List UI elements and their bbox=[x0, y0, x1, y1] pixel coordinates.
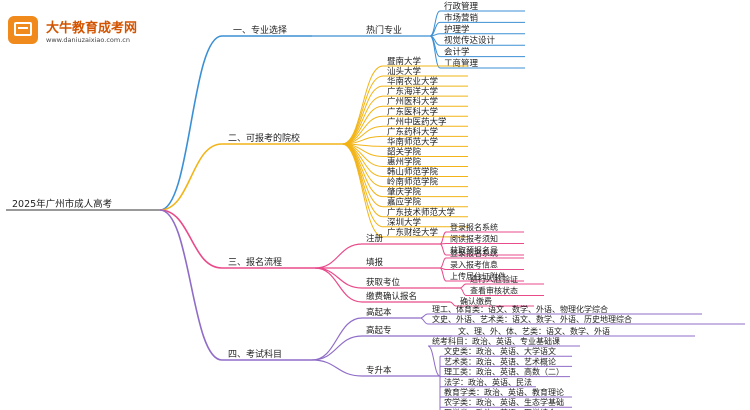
college-item: 广东技术师范大学 bbox=[387, 207, 456, 218]
gaoqizhuan-connector bbox=[311, 335, 363, 361]
hot-major-item: 护理学 bbox=[444, 24, 470, 35]
step-leaf: 阅读报考须知 bbox=[450, 234, 498, 244]
college-item: 韶关学院 bbox=[387, 146, 422, 157]
college-item: 广东海洋大学 bbox=[387, 86, 439, 97]
step-leaf: 进行人脸验证 bbox=[470, 274, 518, 284]
zsb-subjects: 理工类：政治、英语、高数（二） bbox=[444, 367, 564, 377]
college-item: 华南师范大学 bbox=[387, 136, 439, 147]
gaoqiben-subjects: 理工、体育类：语文、数学、外语、物理化学综合 bbox=[432, 304, 608, 314]
branch4-label: 四、考试科目 bbox=[228, 348, 282, 360]
zsb-subjects: 农学类：政治、英语、生态学基础 bbox=[444, 397, 564, 407]
college-item: 惠州学院 bbox=[387, 157, 422, 168]
step-leaf-connector bbox=[439, 243, 447, 256]
college-item: 岭南师范学院 bbox=[387, 177, 439, 188]
step-leaf-connector bbox=[459, 283, 467, 289]
branch2-label: 二、可报考的院校 bbox=[228, 132, 300, 144]
gaoqizhuan-label: 高起专 bbox=[366, 325, 392, 336]
step-leaf: 录入报考信息 bbox=[450, 260, 498, 270]
college-item: 华南农业大学 bbox=[387, 76, 439, 87]
step-label: 填报 bbox=[366, 257, 384, 268]
hot-major-item: 会计学 bbox=[444, 47, 470, 58]
hot-majors-label: 热门专业 bbox=[366, 24, 402, 36]
hot-major-item: 行政管理 bbox=[444, 1, 479, 12]
branch3-connector bbox=[159, 209, 223, 269]
zhuanshengben-label: 专升本 bbox=[366, 365, 392, 376]
gaoqizhuan-subjects: 文、理、外、体、艺类：语文、数学、外语 bbox=[458, 326, 610, 336]
branch4-connector bbox=[159, 209, 223, 361]
college-item: 暨南大学 bbox=[387, 56, 422, 67]
step-label: 获取考位 bbox=[366, 277, 401, 288]
gaoqiben-leaf-connector bbox=[419, 317, 429, 325]
gaoqiben-label: 高起本 bbox=[366, 307, 392, 318]
college-item: 汕头大学 bbox=[387, 66, 422, 77]
step-leaf-connector bbox=[439, 257, 447, 269]
branch1-connector bbox=[159, 35, 223, 211]
zsb-subjects: 教育学类：政治、英语、教育理论 bbox=[444, 387, 564, 397]
step-leaf-connector bbox=[449, 301, 457, 307]
logo: 大牛教育成考网 www.daniuzaixiao.com.cn bbox=[8, 14, 158, 50]
college-item: 深圳大学 bbox=[387, 217, 422, 228]
college-item: 广州中医药大学 bbox=[387, 116, 447, 127]
college-connector bbox=[341, 65, 384, 145]
hot-major-item: 工商管理 bbox=[444, 58, 479, 69]
zsb-subjects: 文史类：政治、英语、大学语文 bbox=[444, 346, 556, 356]
zhuanshengben-connector bbox=[311, 359, 363, 377]
step-leaf: 查看审核状态 bbox=[470, 286, 518, 296]
college-item: 广州医科大学 bbox=[387, 96, 439, 107]
college-item: 广东药科大学 bbox=[387, 126, 439, 137]
step-connector bbox=[314, 267, 363, 303]
branch2-connector bbox=[159, 143, 223, 211]
step-connector bbox=[314, 243, 363, 269]
college-connector bbox=[341, 143, 384, 238]
gaoqiben-leaf-connector bbox=[419, 313, 429, 319]
gaoqiben-subjects: 文史、外语、艺术类：语文、数学、外语、历史地理综合 bbox=[432, 314, 632, 324]
book-icon bbox=[8, 16, 38, 44]
branch1-label: 一、专业选择 bbox=[233, 24, 287, 36]
step-leaf-connector bbox=[459, 287, 467, 296]
college-item: 广东医科大学 bbox=[387, 106, 439, 117]
step-label: 缴费确认报名 bbox=[366, 291, 417, 302]
hot-major-item: 视觉传达设计 bbox=[444, 35, 496, 46]
step-leaf: 登录报名系统 bbox=[450, 222, 498, 232]
step-label: 注册 bbox=[366, 233, 384, 244]
step-leaf: 登录报名系统 bbox=[450, 248, 498, 258]
college-item: 肇庆学院 bbox=[387, 187, 422, 198]
step-leaf: 确认缴费 bbox=[460, 296, 492, 306]
hot-major-connector bbox=[429, 35, 441, 69]
college-connector bbox=[341, 105, 384, 145]
zsb-subjects: 法学：政治、英语、民法 bbox=[444, 377, 532, 387]
zsb-subjects: 艺术类：政治、英语、艺术概论 bbox=[444, 356, 556, 366]
college-item: 广东财经大学 bbox=[387, 227, 439, 238]
step-leaf: 获取预报名号 bbox=[450, 245, 498, 255]
logo-url: www.daniuzaixiao.com.cn bbox=[46, 36, 130, 44]
college-item: 嘉应学院 bbox=[387, 197, 422, 208]
hot-major-item: 市场营销 bbox=[444, 12, 479, 23]
zsb-subjects: 统考科目：政治、英语、专业基础课 bbox=[432, 336, 560, 346]
logo-title: 大牛教育成考网 bbox=[46, 21, 138, 36]
college-connector bbox=[341, 75, 384, 145]
step-leaf: 上传居住证附件 bbox=[450, 271, 506, 281]
branch3-label: 三、报名流程 bbox=[228, 256, 282, 268]
zsb-leaf-connector bbox=[427, 345, 441, 377]
zsb-subjects: 医学类：政治、英语、医学综合 bbox=[444, 407, 556, 410]
gaoqiben-connector bbox=[311, 317, 363, 361]
step-leaf-connector bbox=[439, 231, 447, 245]
college-item: 韩山师范学院 bbox=[387, 167, 439, 178]
root-topic: 2025年广州市成人高考 bbox=[12, 198, 112, 210]
step-leaf-connector bbox=[439, 267, 447, 282]
